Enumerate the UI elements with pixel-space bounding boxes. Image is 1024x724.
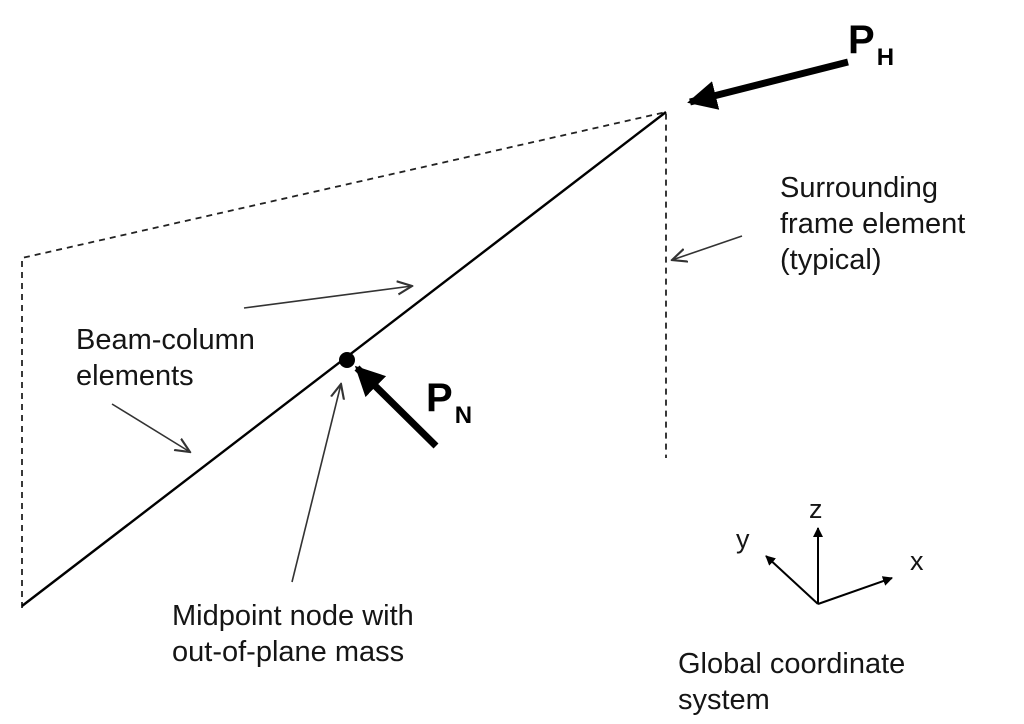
axis-label-z: z xyxy=(809,494,823,524)
force-label-ph: PH xyxy=(848,18,895,71)
label-beam-column-elements: Beam-column elements xyxy=(76,324,255,392)
label-surrounding-frame: Surrounding frame element (typical) xyxy=(780,172,966,276)
y-axis xyxy=(765,555,819,605)
leader-arrow-beam-lower xyxy=(111,403,190,452)
x-axis xyxy=(817,576,893,605)
force-arrow-pn xyxy=(354,365,439,449)
axis-label-y: y xyxy=(736,524,750,554)
coordinate-axes xyxy=(765,527,893,605)
label-midpoint-node: Midpoint node with out-of-plane mass xyxy=(172,600,414,668)
axis-label-x: x xyxy=(910,546,924,576)
leader-arrow-beam-upper xyxy=(243,286,412,309)
force-arrow-ph xyxy=(687,58,849,110)
midpoint-node xyxy=(339,352,355,368)
label-global-coordinate-system: Global coordinate system xyxy=(678,648,906,716)
force-label-pn: PN xyxy=(426,376,473,429)
leader-arrow-midpoint xyxy=(291,384,341,583)
leader-arrow-frame xyxy=(672,235,743,260)
